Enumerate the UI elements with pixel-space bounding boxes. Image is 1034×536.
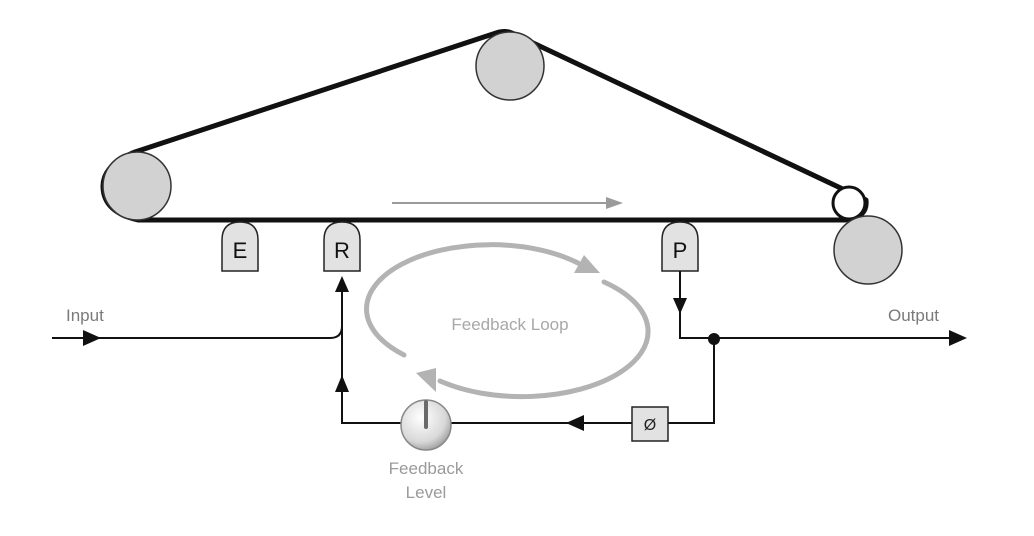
pinch-roller [833,215,903,285]
output-label: Output [888,306,939,325]
input-label: Input [66,306,104,325]
feedback-level-knob-icon[interactable] [400,399,452,451]
play-head-label: P [673,238,688,263]
feedback-level-label-line1: Feedback [389,459,464,478]
phase-invert-icon: Ø [631,406,669,442]
feedback-return-path [335,326,715,431]
record-head: R [323,221,361,272]
feedback-loop-label: Feedback Loop [451,315,568,334]
erase-head: E [221,221,259,272]
erase-head-label: E [233,238,248,263]
feedback-loop-arrow [364,242,651,400]
left-roller [102,151,172,221]
tape-direction-arrow [392,197,623,209]
phase-invert-label: Ø [644,417,656,434]
junction-dot [708,333,720,345]
record-head-label: R [334,238,350,263]
output-line [673,271,967,346]
play-head: P [661,221,699,272]
capstan [831,185,867,221]
feedback-level-label-line2: Level [406,483,447,502]
top-roller [475,31,545,101]
